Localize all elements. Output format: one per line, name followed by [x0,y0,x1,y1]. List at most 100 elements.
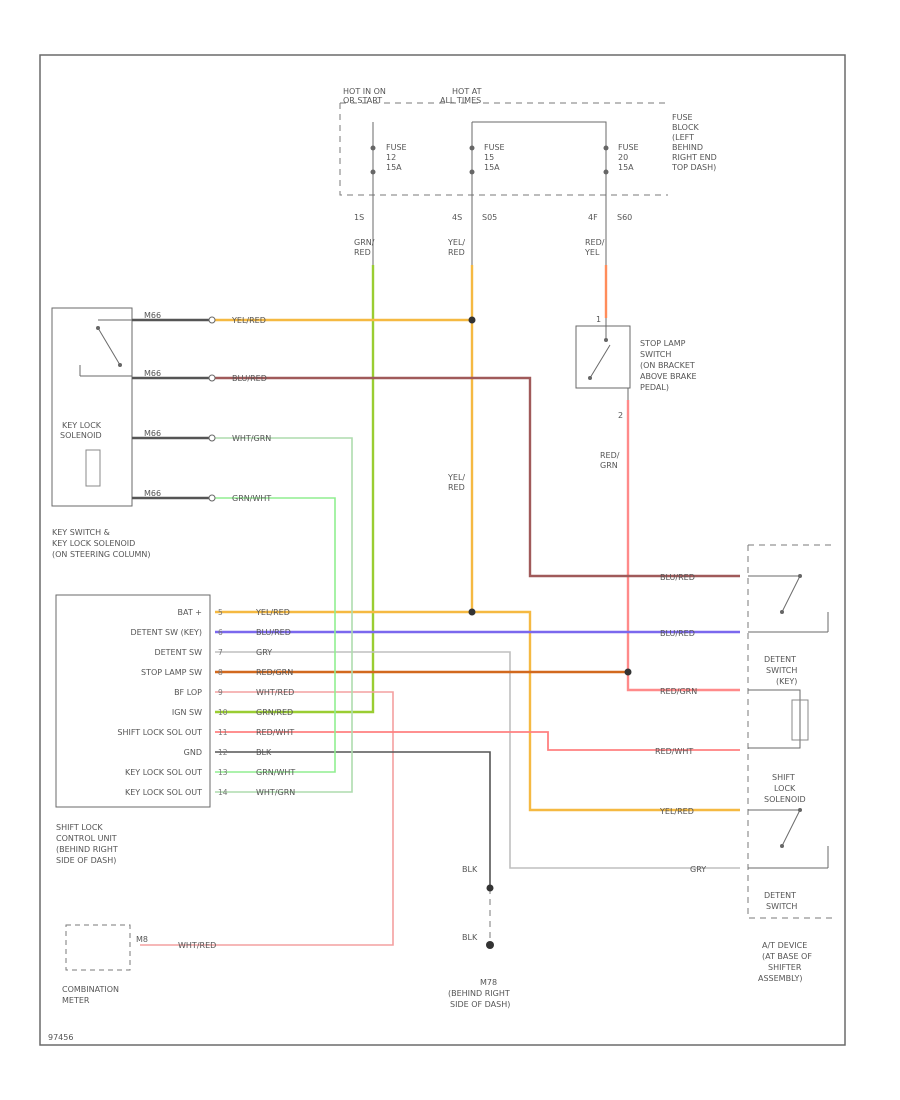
cu-pin-8: GND [184,748,202,757]
at-caption-3: SHIFTER [768,963,802,972]
wire-wht-red-meter [140,691,394,946]
wire-grn-wht-key [215,497,336,773]
detent-top-3: (KEY) [776,677,797,686]
stop-lamp-switch: 1 2 STOP LAMP SWITCH (ON BRACKET ABOVE B… [575,315,697,420]
fuse-block-loc-4: BEHIND [672,143,703,152]
key-switch-assembly: KEY LOCK SOLENOID M66 M66 M66 M66 YEL/RE… [51,307,271,559]
footer-code: 97456 [48,1033,73,1042]
fuse-15-number: 15 [484,153,494,162]
fuse-12-label: FUSE [386,143,407,152]
key-conn-1: M66 [144,311,161,320]
solenoid-2: LOCK [774,784,796,793]
cu-pin-1: BAT + [178,608,202,617]
ground: BLK BLK M78 (BEHIND RIGHT SIDE OF DASH) [448,865,510,1009]
cu-pin-number-4: 8 [218,668,223,677]
detent-bottom-1: DETENT [764,891,796,900]
feed-left-line2: OR START [343,96,382,105]
fuse-block-loc-5: RIGHT END [672,153,717,162]
shift-solenoid-coil [791,699,809,741]
wire-gry-detent [215,651,740,869]
key-caption-3: (ON STEERING COLUMN) [52,550,150,559]
wire-blu-red-key [215,376,740,578]
cu-wire-5: WHT/RED [256,688,294,697]
cu-wire-2: BLU/RED [256,628,291,637]
vertical-wire-labels: GRN/ RED YEL/ RED RED/ YEL YEL/ RED RED/… [354,238,620,492]
cu-pin-7: SHIFT LOCK SOL OUT [117,728,202,737]
vertical-yel-line1: YEL/ [447,473,465,482]
cu-pin-number-7: 11 [218,728,228,737]
gnd-wire-top: BLK [462,865,478,874]
detent-bottom-2: SWITCH [766,902,797,911]
stop-label-5: PEDAL) [640,383,669,392]
wire-red-grn-stop [626,400,740,692]
fuse1-wire-line2: RED [354,248,371,257]
cu-pin-10: KEY LOCK SOL OUT [125,788,202,797]
detent-top-1: DETENT [764,655,796,664]
key-caption-1: KEY SWITCH & [52,528,110,537]
circuit-id-1: 1S [354,213,364,222]
fuse-block-loc-2: BLOCK [672,123,700,132]
at-wire-2: BLU/RED [660,629,695,638]
cu-wire-9: GRN/WHT [256,768,295,777]
at-wire-6: GRY [690,865,706,874]
cu-pin-number-6: 10 [218,708,228,717]
circuit-id-2: 4S [452,213,462,222]
key-wire-1: YEL/RED [231,316,266,325]
gnd-label-3: SIDE OF DASH) [450,1000,510,1009]
wire-wht-grn-key [215,437,353,793]
gnd-wire-bottom: BLK [462,933,478,942]
control-unit-box [55,594,211,808]
wire-red-wht-sol [215,731,740,751]
cu-pin-4: STOP LAMP SW [141,668,202,677]
key-lock-title-2: SOLENOID [60,431,102,440]
gnd-label-2: (BEHIND RIGHT [448,989,510,998]
stop-label-4: ABOVE BRAKE [640,372,697,381]
key-conn-3: M66 [144,429,161,438]
cu-wire-8: BLK [256,748,272,757]
fuse2-wire-line2: RED [448,248,465,257]
feed-left-line1: HOT IN ON [343,87,386,96]
cu-wire-10: WHT/GRN [256,788,295,797]
fuse2-wire-line1: YEL/ [447,238,465,247]
cu-pin-number-2: 6 [218,628,223,637]
cu-pin-6: IGN SW [172,708,202,717]
fuse1-wire-line1: GRN/ [354,238,375,247]
at-caption-4: ASSEMBLY) [758,974,802,983]
at-wire-4: RED/WHT [655,747,693,756]
solenoid-coil [85,449,101,487]
detent-top-2: SWITCH [766,666,797,675]
fuse-12-rating: 15A [386,163,402,172]
key-conn-4: M66 [144,489,161,498]
cu-pin-number-8: 12 [218,748,228,757]
cu-caption-1: SHIFT LOCK [56,823,103,832]
at-caption-2: (AT BASE OF [762,952,812,961]
cu-wire-1: YEL/RED [255,608,290,617]
fuse3-wire-line2: YEL [584,248,600,257]
fuse-block: HOT IN ON OR START HOT AT ALL TIMES FUSE… [339,87,717,222]
cu-pin-9: KEY LOCK SOL OUT [125,768,202,777]
splice-yel-2 [468,608,476,616]
vertical-yel-line2: RED [448,483,465,492]
stop-out-line2: GRN [600,461,618,470]
stop-label-2: SWITCH [640,350,671,359]
feed-right-line1: HOT AT [452,87,482,96]
meter-label-1: COMBINATION [62,985,119,994]
cu-wire-3: GRY [256,648,272,657]
cu-pin-number-10: 14 [218,788,228,797]
fuse-20-rating: 15A [618,163,634,172]
cu-pin-number-3: 7 [218,648,223,657]
cu-wire-6: GRN/RED [256,708,293,717]
diagram-frame [39,54,846,1046]
cu-pin-number-1: 5 [218,608,223,617]
at-wire-5: YEL/RED [659,807,694,816]
cu-caption-2: CONTROL UNIT [56,834,117,843]
meter-wire: WHT/RED [178,941,216,950]
feed-right-line2: ALL TIMES [440,96,481,105]
at-device: DETENT SWITCH (KEY) SHIFT LOCK SOLENOID … [655,544,835,983]
key-wire-4: GRN/WHT [232,494,271,503]
cu-caption-4: SIDE OF DASH) [56,856,116,865]
splice-blk [486,884,494,892]
circuit-code-2: S05 [482,213,497,222]
cu-pin-number-9: 13 [218,768,228,777]
